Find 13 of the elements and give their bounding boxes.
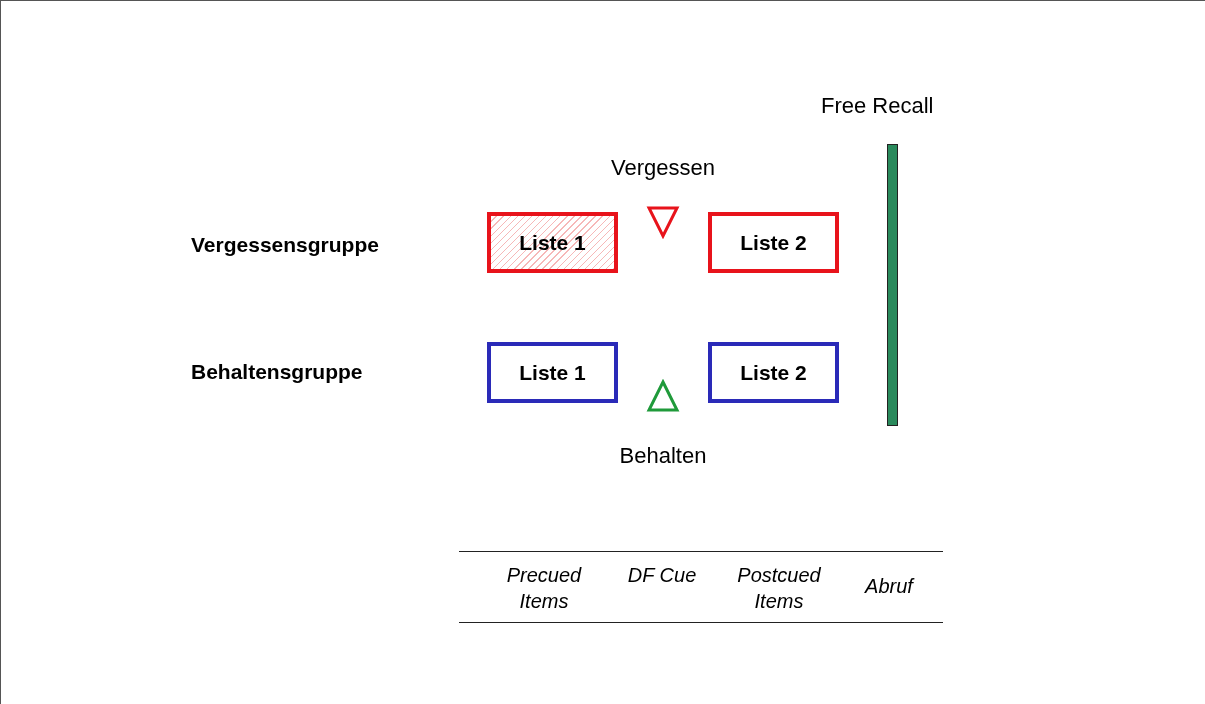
hatched-list-box: Liste 1 [487, 212, 618, 273]
cue-label: Vergessen [610, 155, 716, 181]
group-label: Vergessensgruppe [191, 233, 379, 257]
table-header: Postcued Items [736, 563, 822, 614]
bar-heading: Free Recall [821, 93, 934, 119]
cue-label: Behalten [618, 443, 708, 469]
table-header: DF Cue [626, 563, 698, 588]
list-box: Liste 2 [708, 212, 839, 273]
list-box: Liste 2 [708, 342, 839, 403]
group-label: Behaltensgruppe [191, 360, 363, 384]
table-header: Abruf [863, 574, 916, 599]
list-box: Liste 1 [487, 342, 618, 403]
table-header: Precued Items [505, 563, 583, 614]
